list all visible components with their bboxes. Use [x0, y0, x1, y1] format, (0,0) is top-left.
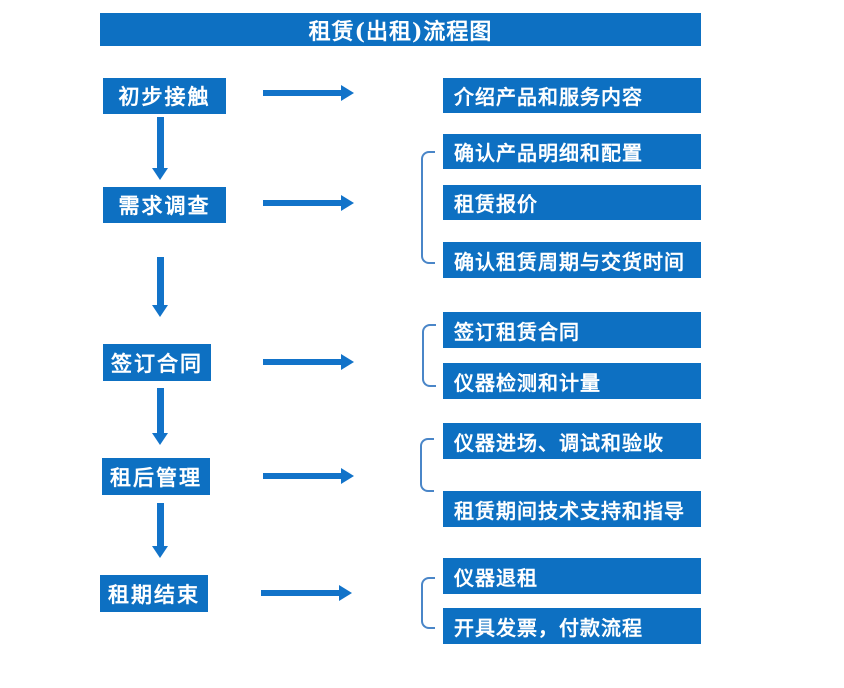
flow-step-label: 需求调查 — [118, 193, 211, 218]
detail-box-instrument-return: 仪器退租 — [443, 558, 701, 594]
bracket-group-2 — [421, 151, 435, 264]
detail-box-label: 签订租赁合同 — [454, 319, 580, 344]
flow-step-rental-end: 租期结束 — [100, 575, 208, 612]
detail-box-label: 租赁期间技术支持和指导 — [454, 498, 685, 523]
detail-box-label: 仪器进场、调试和验收 — [454, 430, 664, 455]
flow-step-demand-survey: 需求调查 — [103, 187, 226, 223]
detail-box-label: 介绍产品和服务内容 — [454, 85, 643, 109]
detail-box-confirm-rental-period: 确认租赁周期与交货时间 — [443, 242, 701, 278]
arrow-right-4-icon — [263, 468, 354, 484]
detail-box-technical-support: 租赁期间技术支持和指导 — [443, 491, 701, 527]
detail-box-label: 租赁报价 — [454, 192, 538, 216]
flow-step-initial-contact: 初步接触 — [103, 78, 226, 114]
detail-box-confirm-product-details: 确认产品明细和配置 — [443, 134, 701, 169]
bracket-group-5 — [421, 577, 435, 629]
flow-step-label: 初步接触 — [118, 84, 211, 109]
arrow-down-1-icon — [152, 117, 168, 180]
title-bar: 租赁(出租)流程图 — [100, 13, 701, 46]
detail-box-label: 确认租赁周期与交货时间 — [454, 249, 685, 274]
arrow-right-2-icon — [263, 195, 354, 211]
arrow-right-5-icon — [261, 585, 352, 601]
detail-box-label: 确认产品明细和配置 — [454, 141, 643, 165]
arrow-down-4-icon — [152, 503, 168, 558]
arrow-down-3-icon — [152, 388, 168, 445]
detail-box-label: 开具发票，付款流程 — [454, 615, 643, 640]
flow-step-label: 租后管理 — [110, 464, 202, 490]
arrow-down-2-icon — [152, 257, 168, 317]
page-title: 租赁(出租)流程图 — [308, 18, 493, 45]
detail-box-introduce-products: 介绍产品和服务内容 — [443, 78, 701, 113]
bracket-group-4 — [420, 438, 434, 492]
flow-step-label: 签订合同 — [111, 350, 203, 376]
arrow-right-3-icon — [263, 354, 354, 370]
detail-box-instrument-entry-acceptance: 仪器进场、调试和验收 — [443, 423, 701, 459]
detail-box-instrument-testing: 仪器检测和计量 — [443, 363, 701, 399]
detail-box-sign-rental-contract: 签订租赁合同 — [443, 312, 701, 348]
bracket-group-3 — [422, 324, 436, 387]
detail-box-label: 仪器检测和计量 — [454, 370, 601, 395]
arrow-right-1-icon — [263, 85, 354, 101]
detail-box-rental-quote: 租赁报价 — [443, 185, 701, 220]
flow-step-sign-contract: 签订合同 — [103, 344, 211, 381]
flow-step-post-rental-management: 租后管理 — [102, 458, 210, 495]
detail-box-invoice-payment: 开具发票，付款流程 — [443, 608, 701, 644]
flow-step-label: 租期结束 — [108, 581, 200, 607]
detail-box-label: 仪器退租 — [454, 565, 538, 590]
